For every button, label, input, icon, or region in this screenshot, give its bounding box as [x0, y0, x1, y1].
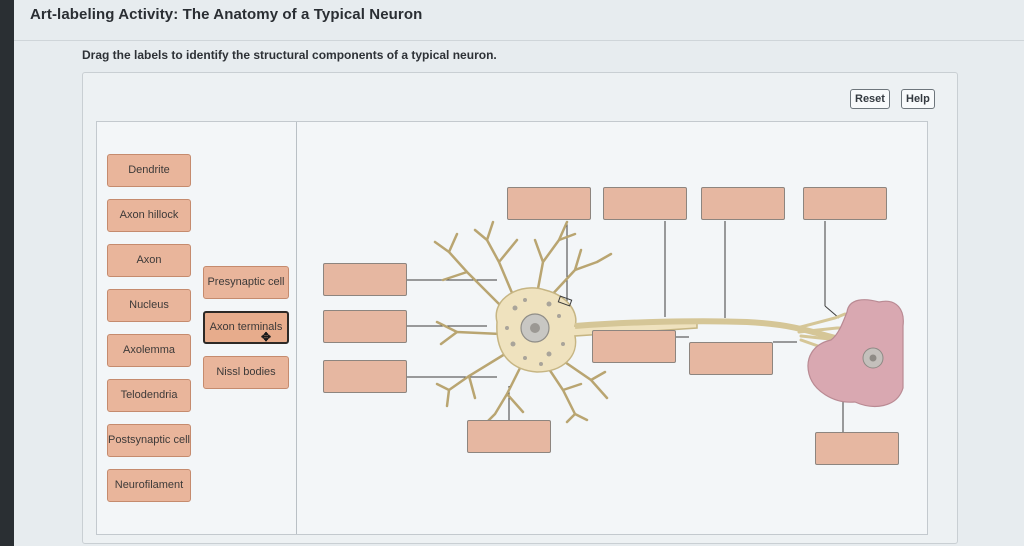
activity-window: Art-labeling Activity: The Anatomy of a …	[14, 0, 1024, 546]
move-cursor-icon: ✥	[261, 330, 272, 344]
title-divider	[14, 40, 1024, 41]
nucleolus-shape	[530, 323, 540, 333]
drop-target-3[interactable]	[323, 360, 407, 393]
label-chip-nissl-bodies[interactable]: Nissl bodies	[203, 356, 289, 389]
reset-button[interactable]: Reset	[850, 89, 890, 109]
label-chip-telodendria[interactable]: Telodendria	[107, 379, 191, 412]
bank-divider	[296, 122, 297, 534]
label-chip-postsynaptic-cell[interactable]: Postsynaptic cell	[107, 424, 191, 457]
drop-target-8[interactable]	[592, 330, 676, 363]
postsynaptic-nucleolus	[869, 354, 877, 362]
instruction-text: Drag the labels to identify the structur…	[82, 48, 497, 62]
label-chip-axon-hillock[interactable]: Axon hillock	[107, 199, 191, 232]
drop-target-9[interactable]	[689, 342, 773, 375]
drop-target-11[interactable]	[815, 432, 899, 465]
axon-hillock-marker	[557, 295, 573, 307]
label-chip-presynaptic-cell[interactable]: Presynaptic cell	[203, 266, 289, 299]
label-chip-dendrite[interactable]: Dendrite	[107, 154, 191, 187]
label-chip-axon-terminals[interactable]: Axon terminals ✥	[203, 311, 289, 344]
drop-target-6[interactable]	[701, 187, 785, 220]
activity-panel: Reset Help Dendrite Axon hillock Axon Nu…	[82, 72, 958, 544]
drop-target-1[interactable]	[323, 263, 407, 296]
postsynaptic-cell-shape	[807, 299, 904, 407]
neuron-diagram	[407, 220, 904, 432]
label-chip-axon[interactable]: Axon	[107, 244, 191, 277]
nissl-bodies	[505, 298, 565, 366]
drop-target-10[interactable]	[467, 420, 551, 453]
page-title: Art-labeling Activity: The Anatomy of a …	[30, 6, 423, 23]
label-chip-axolemma[interactable]: Axolemma	[107, 334, 191, 367]
label-chip-neurofilament[interactable]: Neurofilament	[107, 469, 191, 502]
help-button[interactable]: Help	[901, 89, 935, 109]
drop-target-4[interactable]	[507, 187, 591, 220]
drop-target-5[interactable]	[603, 187, 687, 220]
label-chip-axon-terminals-text: Axon terminals	[209, 321, 283, 333]
workspace: Dendrite Axon hillock Axon Nucleus Axole…	[96, 121, 928, 535]
drop-target-7[interactable]	[803, 187, 887, 220]
drop-target-2[interactable]	[323, 310, 407, 343]
label-chip-nucleus[interactable]: Nucleus	[107, 289, 191, 322]
